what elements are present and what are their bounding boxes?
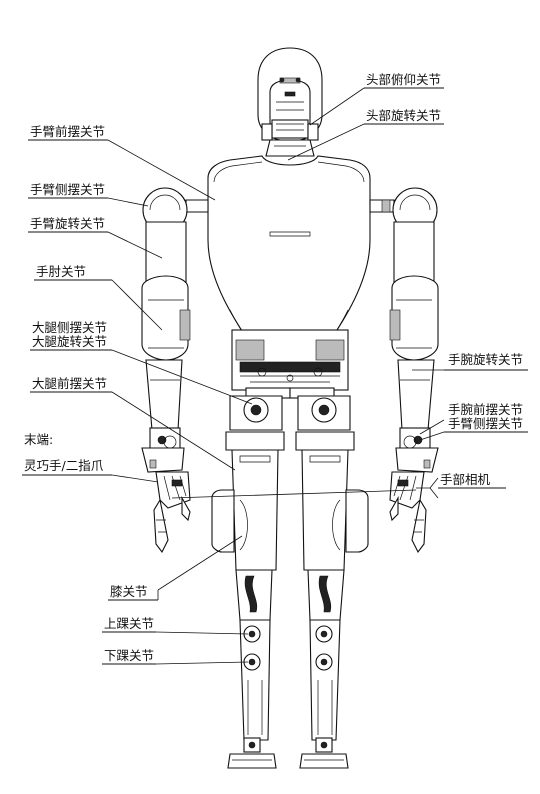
label-arm-pitch: 手臂前摆关节	[30, 124, 105, 139]
label-arm-roll: 手臂侧摆关节	[30, 182, 105, 197]
leader-lines	[107, 87, 445, 665]
label-head-yaw: 头部旋转关节	[366, 108, 441, 123]
left-hand	[153, 471, 191, 554]
label-wrist-roll: 手臂侧摆关节	[448, 416, 523, 431]
right-hand	[389, 471, 427, 554]
label-wrist-yaw: 手腕旋转关节	[448, 352, 523, 367]
left-arm	[141, 187, 209, 473]
left-leg	[211, 395, 285, 769]
label-head-pitch: 头部俯仰关节	[366, 72, 441, 87]
right-leg	[295, 395, 369, 769]
pelvis	[231, 329, 349, 399]
head	[257, 47, 323, 141]
label-ankle-lower: 下踝关节	[104, 648, 154, 663]
robot-drawing	[141, 47, 439, 769]
label-ankle-upper: 上踝关节	[104, 616, 154, 631]
label-hip-roll: 大腿侧摆关节	[32, 320, 107, 335]
label-hip-pitch: 大腿前摆关节	[32, 376, 107, 391]
label-wrist-pitch: 手腕前摆关节	[448, 402, 523, 417]
label-arm-yaw: 手臂旋转关节	[30, 216, 105, 231]
label-end-effector-line2: 灵巧手/二指爪	[24, 458, 104, 473]
label-knee: 膝关节	[110, 584, 148, 599]
label-elbow: 手肘关节	[36, 264, 86, 279]
label-end-effector-line1: 末端:	[24, 432, 53, 447]
right-arm	[369, 187, 439, 473]
neck	[265, 139, 315, 157]
torso	[207, 155, 371, 360]
label-hand-camera: 手部相机	[440, 472, 491, 487]
label-hip-yaw: 大腿旋转关节	[32, 334, 107, 349]
callout-labels: 头部俯仰关节 头部旋转关节 手臂前摆关节 手臂侧摆关节 手臂旋转关节 手肘关节 …	[22, 72, 528, 665]
